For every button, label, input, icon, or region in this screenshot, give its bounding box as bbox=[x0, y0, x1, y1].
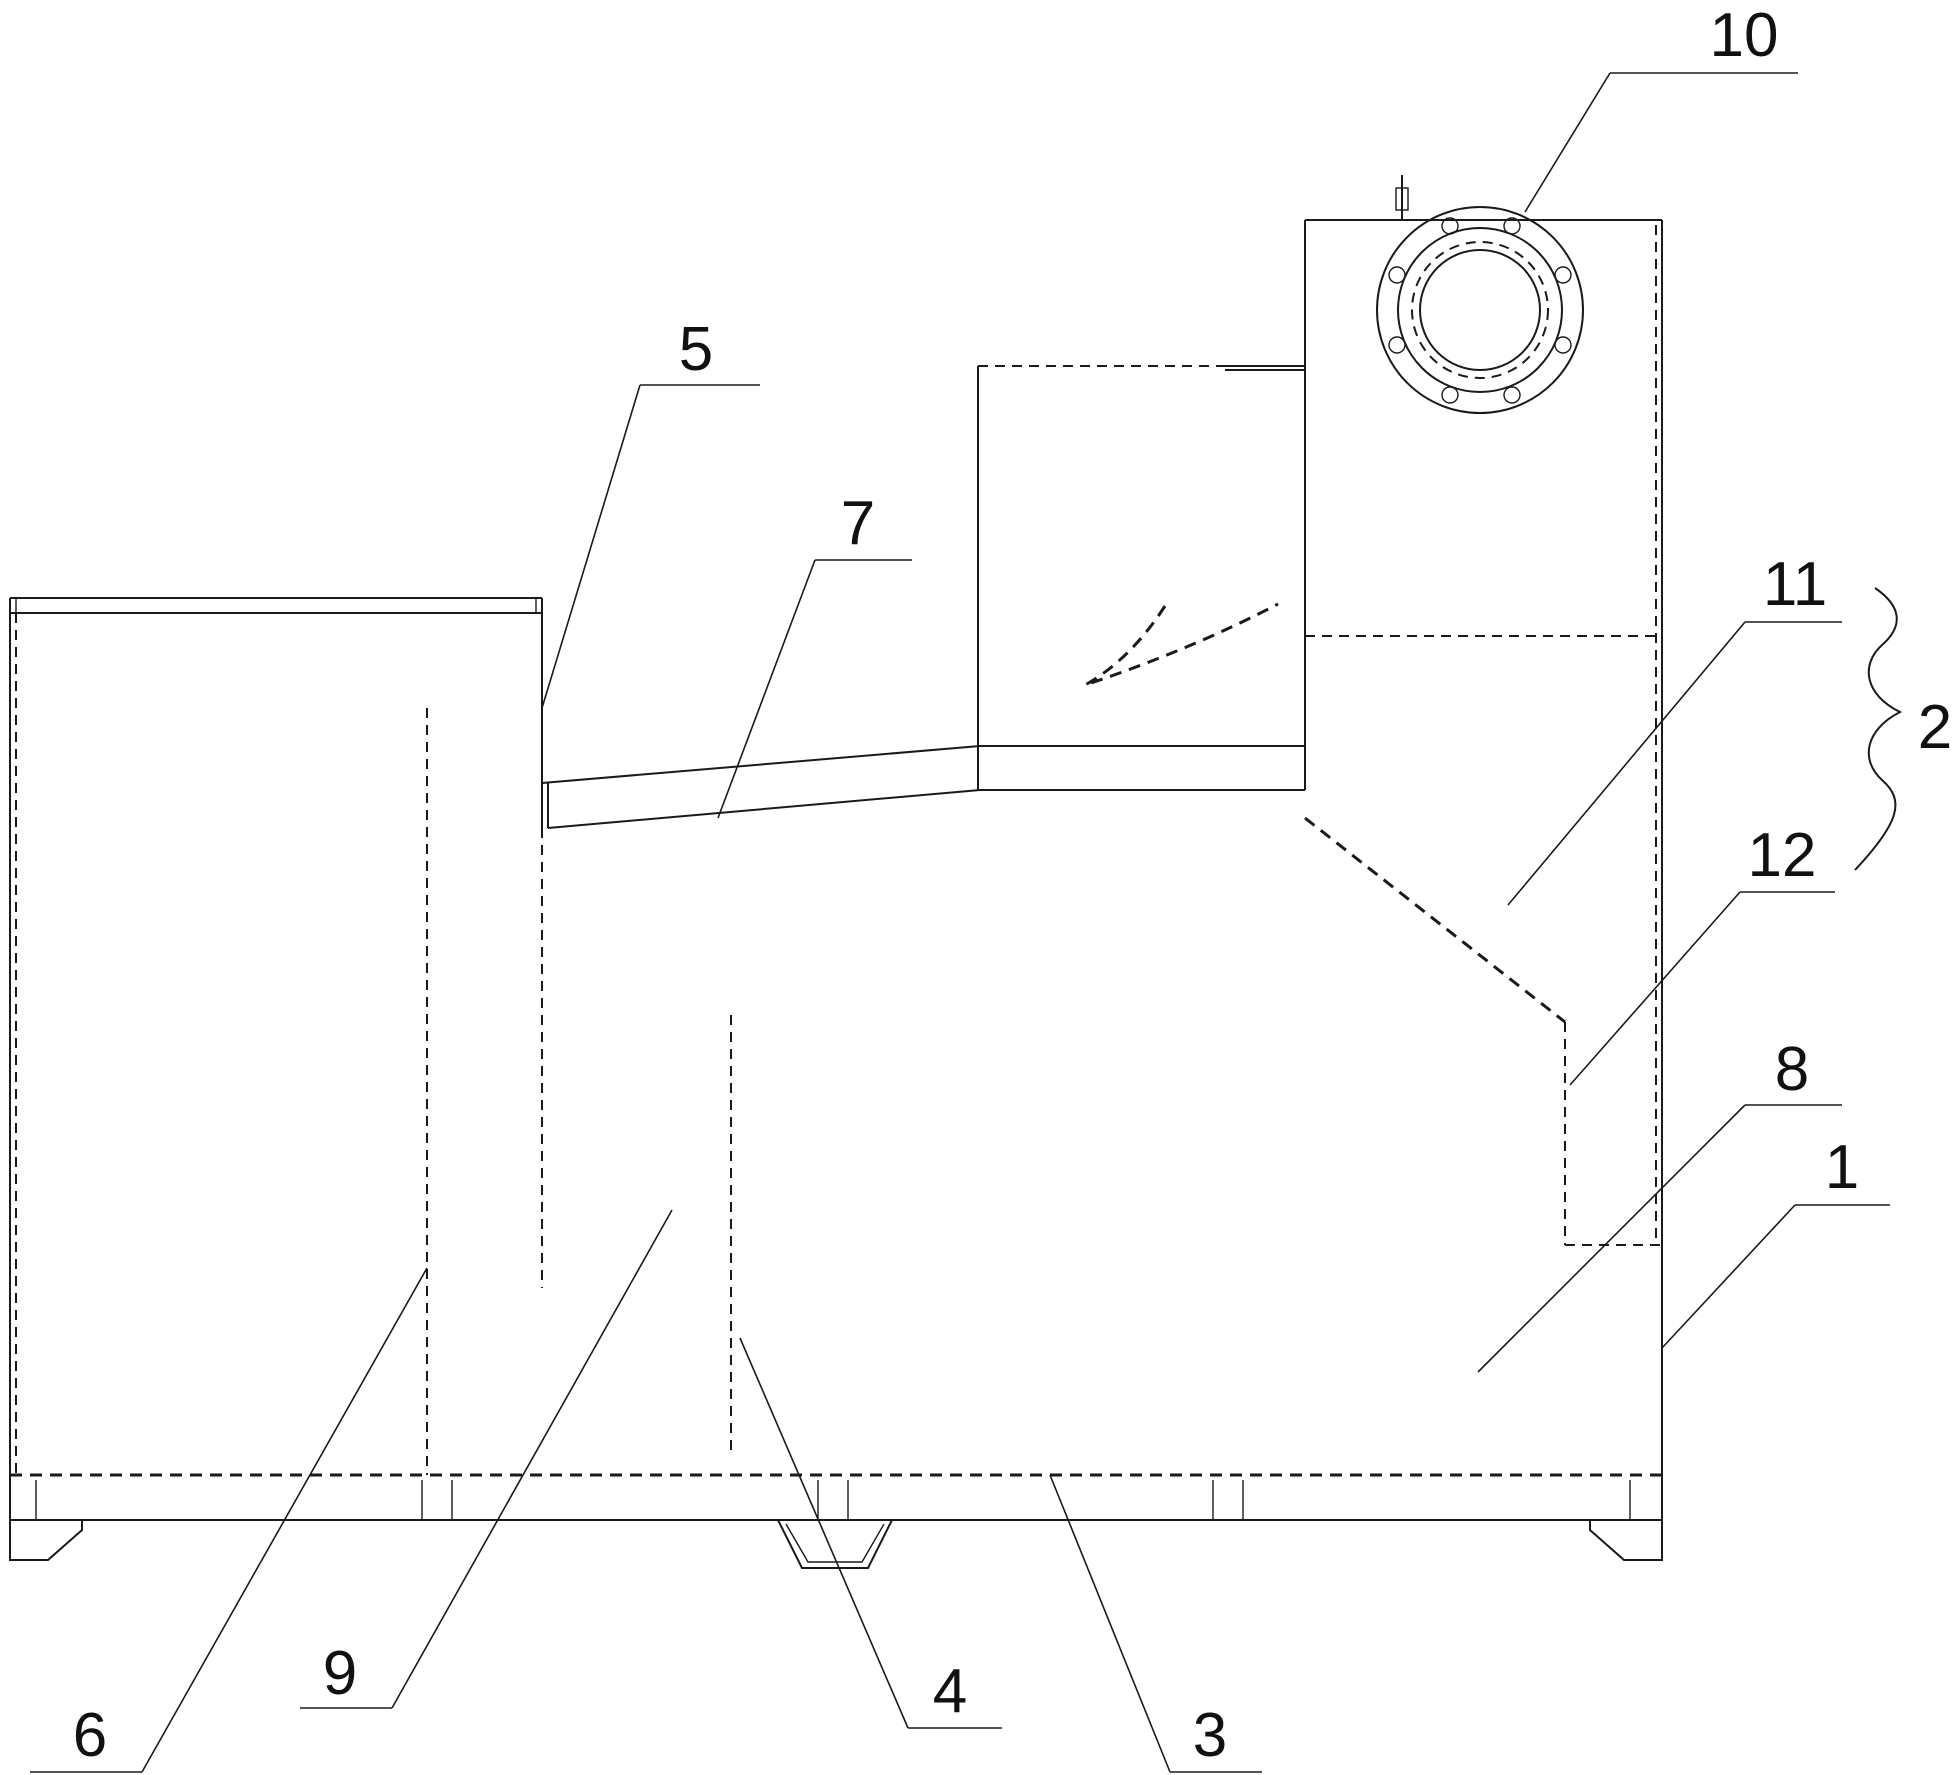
label-11: 11 bbox=[1763, 550, 1827, 619]
left-chamber bbox=[9, 597, 543, 1475]
label-5: 5 bbox=[679, 315, 713, 384]
label-9: 9 bbox=[323, 1639, 357, 1708]
label-2: 2 bbox=[1918, 693, 1952, 762]
labels: 5 7 10 11 2 12 8 1 9 4 6 3 bbox=[73, 1, 1952, 1770]
label-4: 4 bbox=[933, 1657, 967, 1726]
brace-2 bbox=[1854, 587, 1903, 871]
label-1: 1 bbox=[1825, 1133, 1859, 1202]
label-3: 3 bbox=[1193, 1701, 1227, 1770]
label-12: 12 bbox=[1748, 821, 1817, 890]
flange bbox=[1376, 175, 1584, 414]
base-frame bbox=[9, 1473, 1663, 1569]
right-tower bbox=[1304, 219, 1663, 1475]
inclined-pipe bbox=[541, 745, 981, 829]
label-10: 10 bbox=[1710, 1, 1779, 70]
middle-box bbox=[977, 365, 1305, 791]
label-8: 8 bbox=[1775, 1035, 1809, 1104]
label-6: 6 bbox=[73, 1701, 107, 1770]
label-7: 7 bbox=[841, 489, 875, 558]
leader-lines bbox=[30, 72, 1890, 1773]
